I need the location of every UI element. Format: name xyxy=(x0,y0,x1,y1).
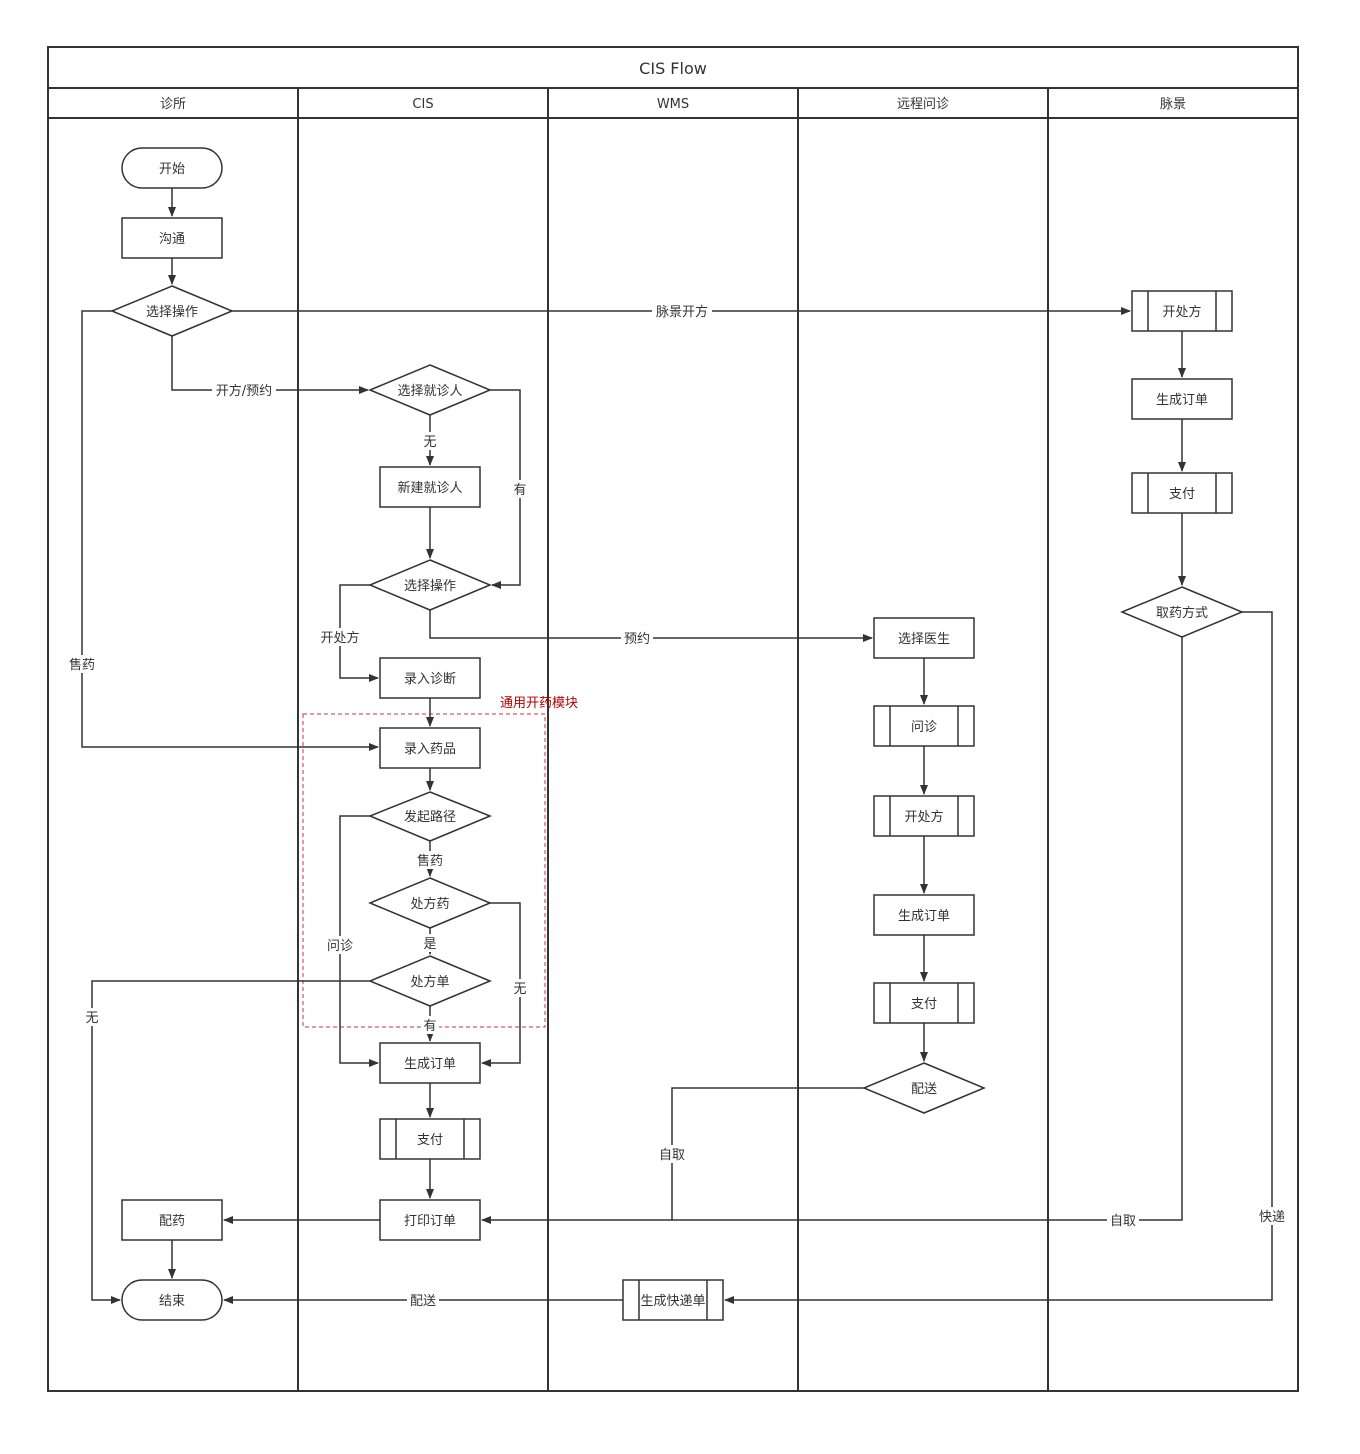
edge-label-backgrounds xyxy=(66,302,1288,1309)
edge-label-has1: 有 xyxy=(513,483,526,498)
label-cis-order: 生成订单 xyxy=(404,1057,456,1072)
label-rx-drug: 处方药 xyxy=(410,896,449,912)
label-dispense: 配药 xyxy=(159,1214,185,1229)
edge-label-mj-prescribe: 脉景开方 xyxy=(656,304,708,320)
label-enter-drug: 录入药品 xyxy=(404,742,456,757)
node-choose-patient[interactable] xyxy=(368,364,492,416)
edge-label-self-pickup2: 自取 xyxy=(1110,1214,1136,1229)
edge-label-sell-drug1: 售药 xyxy=(69,657,95,673)
node-route[interactable] xyxy=(368,791,492,842)
node-enter-drug[interactable] xyxy=(379,727,481,769)
node-print-order[interactable] xyxy=(379,1199,481,1241)
edge-method-express xyxy=(724,611,1273,1304)
label-cis-pay: 支付 xyxy=(417,1133,443,1148)
edge-label-rx-or-reserve: 开方/预约 xyxy=(216,383,272,399)
edge-label-yes: 是 xyxy=(423,937,436,952)
lane-label-remote: 远程问诊 xyxy=(897,97,949,112)
label-pickup-method: 取药方式 xyxy=(1156,605,1208,621)
label-consult: 问诊 xyxy=(911,720,937,735)
label-rx-form: 处方单 xyxy=(410,974,449,990)
edge-rxform-none-end xyxy=(91,980,370,1304)
edge-label-consult-path: 问诊 xyxy=(327,939,353,954)
edge-label-self-pickup1: 自取 xyxy=(659,1148,685,1163)
diagram-title: CIS Flow xyxy=(639,59,707,78)
edge-label-deliver: 配送 xyxy=(410,1294,436,1309)
label-communicate: 沟通 xyxy=(159,232,185,247)
edge-delivery-self-pickup xyxy=(671,1087,864,1220)
edge-label-none2: 无 xyxy=(513,982,526,997)
label-remote-rx: 开处方 xyxy=(904,809,943,825)
node-communicate[interactable] xyxy=(121,217,223,259)
node-mj-order[interactable] xyxy=(1131,378,1233,420)
label-choose-op2: 选择操作 xyxy=(404,578,456,594)
node-choose-op2[interactable] xyxy=(368,559,492,611)
lane-label-cis: CIS xyxy=(412,97,433,112)
label-start: 开始 xyxy=(159,162,185,177)
label-express-form: 生成快递单 xyxy=(640,1294,705,1309)
node-rx-form[interactable] xyxy=(368,955,492,1007)
edge-label-prescribe: 开处方 xyxy=(320,630,359,646)
node-dispense[interactable] xyxy=(121,1199,223,1241)
label-choose-op1: 选择操作 xyxy=(146,304,198,320)
edge-label-none1: 无 xyxy=(423,435,436,450)
node-rx-drug[interactable] xyxy=(368,877,492,929)
label-choose-patient: 选择就诊人 xyxy=(397,384,462,399)
node-pickup-method[interactable] xyxy=(1120,586,1244,638)
node-choose-doctor[interactable] xyxy=(873,617,975,659)
group-label: 通用开药模块 xyxy=(500,696,578,711)
pool xyxy=(47,46,1299,1392)
lane-label-wms: WMS xyxy=(657,97,689,112)
label-delivery: 配送 xyxy=(911,1082,937,1097)
edge-label-has2: 有 xyxy=(423,1019,436,1034)
edge-label-sell-drug2: 售药 xyxy=(417,853,443,869)
node-new-patient[interactable] xyxy=(379,466,481,508)
label-mj-pay: 支付 xyxy=(1169,487,1195,502)
label-choose-doctor: 选择医生 xyxy=(898,632,950,647)
node-start[interactable] xyxy=(121,147,223,189)
label-route: 发起路径 xyxy=(404,809,456,825)
edge-label-none3: 无 xyxy=(85,1011,98,1026)
lane-label-clinic: 诊所 xyxy=(160,97,186,112)
edge-reserve xyxy=(429,610,873,642)
label-remote-order: 生成订单 xyxy=(898,909,950,924)
edge-label-reserve: 预约 xyxy=(624,632,650,647)
edge-label-express: 快递 xyxy=(1259,1210,1285,1225)
label-enter-diagnosis: 录入诊断 xyxy=(404,672,456,687)
label-mj-rx: 开处方 xyxy=(1162,304,1201,320)
label-mj-order: 生成订单 xyxy=(1156,393,1208,408)
node-delivery[interactable] xyxy=(862,1062,986,1114)
edge-choose-patient xyxy=(171,336,369,394)
node-cis-order[interactable] xyxy=(379,1042,481,1084)
node-remote-order[interactable] xyxy=(873,894,975,936)
edge-sell-drug xyxy=(81,310,379,751)
node-choose-op1[interactable] xyxy=(110,285,234,337)
label-end: 结束 xyxy=(159,1294,185,1309)
lane-label-maijing: 脉景 xyxy=(1160,97,1186,112)
label-remote-pay: 支付 xyxy=(911,997,937,1012)
edge-method-self-pickup xyxy=(481,637,1183,1224)
label-new-patient: 新建就诊人 xyxy=(397,480,462,496)
label-print-order: 打印订单 xyxy=(404,1214,456,1229)
edges xyxy=(81,188,1273,1304)
node-enter-diagnosis[interactable] xyxy=(379,657,481,699)
node-end[interactable] xyxy=(121,1279,223,1321)
subprocess-bars xyxy=(395,291,1217,1320)
